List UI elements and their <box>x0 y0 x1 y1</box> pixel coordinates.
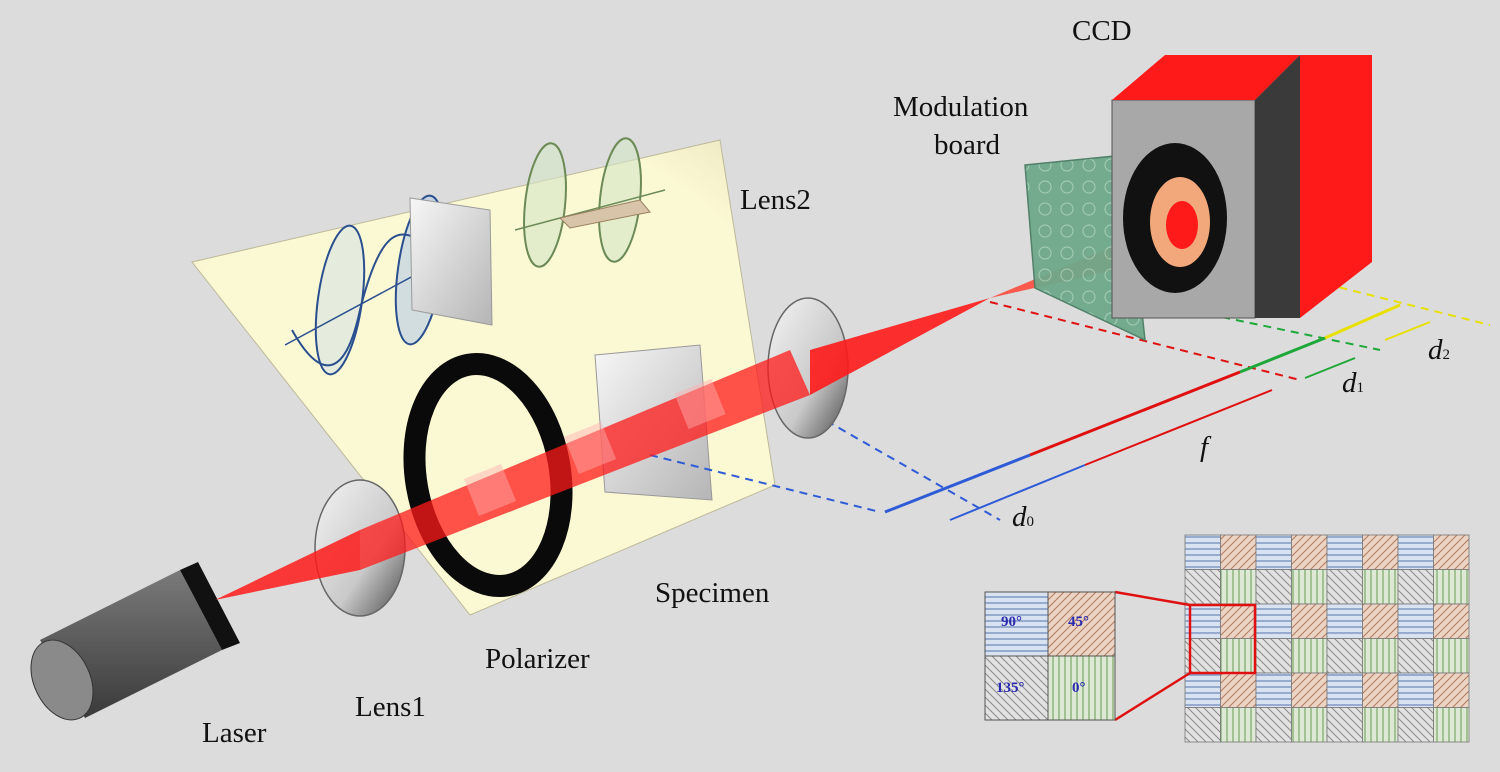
pixel-cell <box>1184 707 1221 743</box>
projection-lines <box>649 249 1491 521</box>
pixel-cell <box>1220 534 1257 570</box>
pixel-cell <box>1255 672 1292 708</box>
laser-label: Laser <box>202 717 267 749</box>
polarizer-label: Polarizer <box>485 643 590 675</box>
pixel-90-label: 90° <box>1001 614 1022 630</box>
ccd-label: CCD <box>1072 15 1132 47</box>
f-label: f <box>1200 431 1209 463</box>
laser-source <box>30 562 240 721</box>
pixel-cell <box>1326 603 1363 639</box>
pixel-cell <box>1397 569 1434 605</box>
zoom-connector <box>1114 590 1257 722</box>
pixel-cell <box>1433 534 1470 570</box>
pixel-cell <box>1326 638 1363 674</box>
pixel-cell <box>1255 569 1292 605</box>
modulation-label-line2: board <box>934 129 1001 161</box>
pixel-cell <box>1362 534 1399 570</box>
d2-subscript: 2 <box>1442 347 1451 363</box>
pixel-cell <box>1291 638 1328 674</box>
d1-label: d1 <box>1342 368 1364 398</box>
pixel-cell <box>1397 603 1434 639</box>
ccd-camera <box>1111 55 1372 319</box>
d0-label: d0 <box>1012 502 1034 532</box>
pixel-cell <box>1362 569 1399 605</box>
pixel-cell <box>1184 569 1221 605</box>
d1-subscript: 1 <box>1356 380 1365 396</box>
distance-markers <box>884 303 1431 521</box>
pixel-cell <box>1397 638 1434 674</box>
polarizer-pixel-array <box>1184 534 1470 743</box>
pixel-cell <box>1184 534 1221 570</box>
pixel-cell <box>1433 569 1470 605</box>
pixel-cell <box>1397 672 1434 708</box>
pixel-cell <box>1362 707 1399 743</box>
pixel-cell <box>1326 534 1363 570</box>
pixel-cell <box>1433 672 1470 708</box>
pixel-cell <box>1326 707 1363 743</box>
pixel-cell <box>1291 707 1328 743</box>
d2-label: d2 <box>1428 335 1450 365</box>
pixel-cell <box>1220 569 1257 605</box>
specimen-label: Specimen <box>655 577 770 609</box>
pixel-cell <box>1184 672 1221 708</box>
pixel-cell <box>1326 569 1363 605</box>
lens1-label: Lens1 <box>355 691 426 723</box>
pixel-cell <box>1220 603 1257 639</box>
pixel-cell <box>1291 569 1328 605</box>
unit-cell <box>984 591 1116 721</box>
pixel-cell <box>1433 603 1470 639</box>
pixel-cell <box>1220 707 1257 743</box>
pixel-cell <box>1255 707 1292 743</box>
pixel-135-label: 135° <box>996 680 1025 696</box>
pixel-0-label: 0° <box>1072 680 1086 696</box>
d0-subscript: 0 <box>1026 514 1035 530</box>
pixel-cell <box>1255 534 1292 570</box>
d2-letter: d <box>1428 334 1443 366</box>
lens2-label: Lens2 <box>740 184 811 216</box>
waveplate-upper <box>409 197 493 326</box>
pixel-cell <box>1291 534 1328 570</box>
pixel-cell <box>1291 672 1328 708</box>
pixel-cell <box>1326 672 1363 708</box>
pixel-cell <box>1362 638 1399 674</box>
pixel-cell <box>1220 672 1257 708</box>
d0-letter: d <box>1012 501 1027 533</box>
modulation-label-line1: Modulation <box>893 91 1029 123</box>
pixel-cell <box>1397 707 1434 743</box>
pixel-cell <box>1433 638 1470 674</box>
pixel-cell <box>1255 638 1292 674</box>
pixel-45-label: 45° <box>1068 614 1089 630</box>
pixel-cell <box>1433 707 1470 743</box>
pixel-cell <box>1220 638 1257 674</box>
d1-letter: d <box>1342 367 1357 399</box>
pixel-cell <box>1291 603 1328 639</box>
pixel-cell <box>1255 603 1292 639</box>
pixel-cell <box>1362 603 1399 639</box>
laser-beam <box>215 235 1150 600</box>
pixel-cell <box>1362 672 1399 708</box>
pixel-cell <box>1397 534 1434 570</box>
